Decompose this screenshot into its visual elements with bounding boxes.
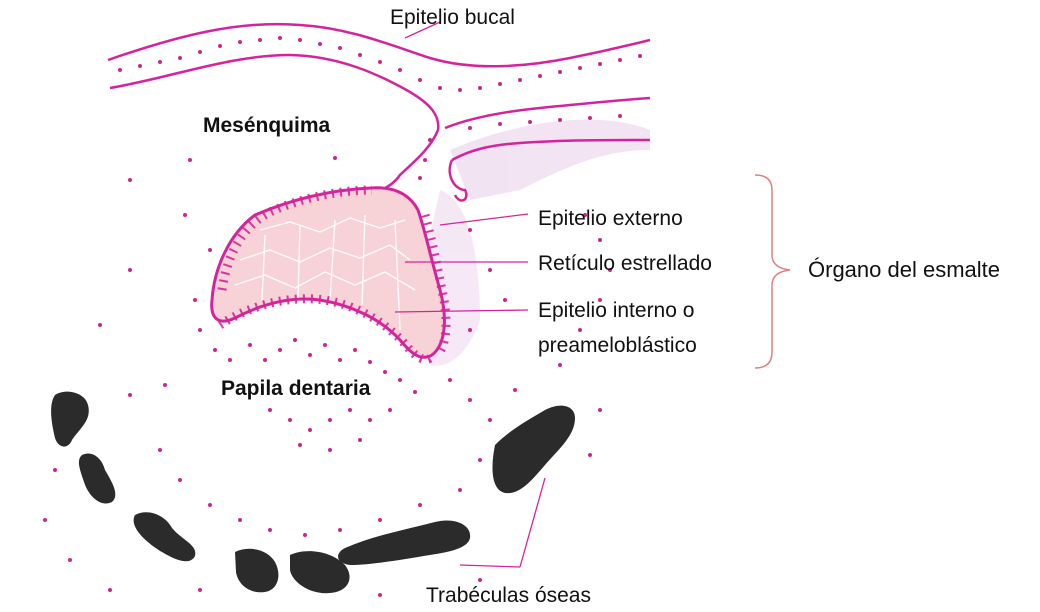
mesenchyme-label: Mesénquima [203, 114, 331, 137]
outer-epithelium-label: Epitelio externo [538, 207, 683, 230]
mesenchyme-haze [415, 120, 650, 366]
dental-papilla-label: Papila dentaria [221, 377, 371, 400]
enamel-organ-label: Órgano del esmalte [808, 257, 1000, 282]
inner-epithelium-label-line1: Epitelio interno o [538, 299, 694, 322]
oral-epithelium-label: Epitelio bucal [390, 6, 515, 29]
enamel-organ-bracket [755, 175, 790, 368]
bone-trabeculae-label: Trabéculas óseas [426, 584, 591, 607]
stellate-reticulum-shape [212, 188, 445, 358]
bone-trabeculae [51, 392, 575, 594]
oral-epithelium [108, 24, 650, 200]
enamel-organ [212, 188, 446, 360]
stellate-reticulum-label: Retículo estrellado [538, 252, 712, 275]
inner-epithelium-label-line2: preameloblástico [538, 334, 697, 357]
